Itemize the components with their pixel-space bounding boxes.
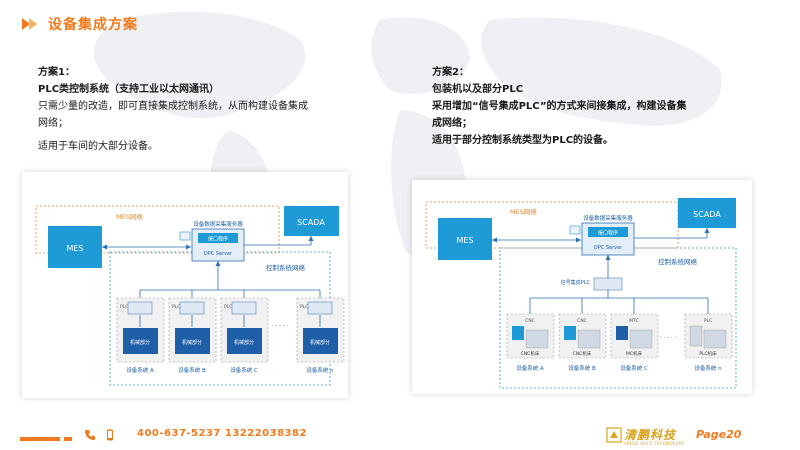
device-name-n: 设备系统 n: [306, 366, 334, 374]
scheme1-diagram-card: MES网络 控制系统网络 MES SCADA 设备数据采集服务器 接口程序 OP…: [22, 172, 348, 398]
scheme1-line-4: 适用于车间的大部分设备。: [38, 141, 158, 152]
interface-box: [198, 233, 238, 243]
scheme1-line-3: 网络；: [38, 118, 68, 129]
control-network-label: 控制系统网络: [266, 263, 306, 272]
device2-group-n: PLC PLC机床 设备系统 n: [684, 298, 733, 372]
scada-box-2: [678, 198, 736, 228]
scheme1-line-1: PLC类控制系统（支持工业以太网通讯）: [38, 84, 220, 95]
server-device-icon-2: [569, 225, 581, 235]
mes-box: [48, 226, 102, 268]
phone-icon: [85, 430, 95, 440]
device2-top-c: MTC: [629, 318, 639, 324]
interface-box-2: [588, 227, 628, 237]
scheme2-line-3: 成网络；: [432, 118, 472, 129]
mech-label-n: 机械部分: [310, 339, 330, 346]
scheme1-heading: 方案1：: [38, 67, 75, 78]
footer-bar-left: [20, 437, 60, 441]
company-logo-text: 清鹏科技: [624, 428, 677, 442]
device-group-b: PLC 机械部分 设备系统 B: [168, 290, 217, 374]
device2-label-a: CNC机床: [521, 350, 540, 357]
mes-label-2: MES: [456, 236, 473, 245]
mobile-icon: [107, 429, 113, 441]
scheme1-diagram: MES网络 控制系统网络 MES SCADA 设备数据采集服务器 接口程序 OP…: [35, 205, 345, 386]
contact-phone: 400-637-5237 13222038382: [137, 428, 307, 439]
server-label: 设备数据采集服务器: [193, 220, 243, 228]
scada-box: [284, 206, 339, 236]
mech-label-b: 机械部分: [182, 339, 202, 346]
device2-label-c: MC机床: [626, 350, 643, 357]
server-device-icon: [179, 231, 191, 241]
device-group-n: PLC 机械部分 设备系统 n: [296, 290, 345, 374]
server-label-2: 设备数据采集服务器: [583, 214, 633, 222]
mech-label-c: 机械部分: [234, 339, 254, 346]
scheme2-diagram: MES网络 控制系统网络 MES SCADA 设备数据采集服务器 接口程序 OP…: [425, 198, 737, 389]
mes-box-2: [438, 218, 492, 260]
plc-label-n: PLC: [300, 304, 308, 310]
device2-group-a: CNC CNC机床 设备系统 A: [506, 298, 555, 372]
footer-bar-dot: [64, 437, 72, 441]
plc-label-b: PLC: [172, 304, 180, 310]
company-logo-icon: [606, 427, 622, 443]
device2-name-a: 设备系统 A: [516, 364, 544, 372]
device2-top-a: CNC: [525, 318, 535, 324]
scada-label-2: SCADA: [693, 210, 721, 219]
signal-plc-label: 信号集成PLC: [561, 279, 591, 286]
server-scada-link: [244, 236, 312, 246]
device2-name-n: 设备系统 n: [694, 364, 722, 372]
device2-top-n: PLC: [704, 318, 712, 324]
scheme2-line-2: 采用增加“信号集成PLC”的方式来间接集成，构建设备集: [432, 101, 687, 112]
scheme1-text: 方案1： PLC类控制系统（支持工业以太网通讯） 只需少量的改造，即可直接集成控…: [38, 64, 368, 155]
scheme2-line-4: 适用于部分控制系统类型为PLC的设备。: [432, 135, 614, 146]
scheme2-line-1: 包装机以及部分PLC: [432, 84, 524, 95]
slide-title: 设备集成方案: [48, 17, 138, 33]
signal-plc-box: [593, 277, 623, 291]
device2-label-n: PLC机床: [699, 350, 717, 357]
interface-label-2: 接口程序: [598, 230, 618, 237]
device2-name-b: 设备系统 B: [568, 364, 596, 372]
device2-label-b: CNC机床: [573, 350, 592, 357]
plc-label-a: PLC: [120, 304, 128, 310]
scheme1-line-2: 只需少量的改造，即可直接集成控制系统，从而构建设备集成: [38, 101, 308, 112]
mes-network-frame: [35, 205, 280, 254]
device-name-a: 设备系统 A: [126, 366, 154, 374]
plc-label-c: PLC: [224, 304, 232, 310]
scheme2-text: 方案2： 包装机以及部分PLC 采用增加“信号集成PLC”的方式来间接集成，构建…: [432, 64, 772, 149]
device2-group-b: CNC CNC机床 设备系统 B: [558, 298, 607, 372]
device2-group-c: MTC MC机床 设备系统 C: [610, 298, 659, 372]
scheme2-heading: 方案2：: [432, 67, 469, 78]
company-logo-subtext: SPEED AUTO TECHNOLOGY: [624, 441, 685, 446]
device-name-b: 设备系统 B: [178, 366, 206, 374]
device-group-c: PLC 机械部分 设备系统 C: [220, 290, 269, 374]
page-number: Page20: [696, 428, 742, 441]
scheme2-diagram-card: MES网络 控制系统网络 MES SCADA 设备数据采集服务器 接口程序 OP…: [412, 180, 752, 394]
mes-network-label: MES网络: [116, 212, 143, 221]
mes-label: MES: [66, 244, 83, 253]
scada-label: SCADA: [297, 218, 325, 227]
opc-label: OPC Server: [204, 251, 233, 257]
device2-name-c: 设备系统 C: [620, 364, 648, 372]
title-arrow-icon: [22, 18, 37, 30]
control-network-label-2: 控制系统网络: [658, 257, 698, 266]
ellipsis-dots-2: · · · · ·: [659, 335, 676, 342]
interface-label: 接口程序: [208, 236, 228, 243]
mech-label-a: 机械部分: [130, 339, 150, 346]
opc-label-2: OPC Server: [594, 245, 623, 251]
device-name-c: 设备系统 C: [230, 366, 258, 374]
device2-top-b: CNC: [577, 318, 587, 324]
mes-network-label-2: MES网络: [510, 207, 537, 216]
device-group-a: PLC 机械部分 设备系统 A: [116, 290, 165, 374]
ellipsis-dots: · · · · ·: [271, 323, 288, 330]
